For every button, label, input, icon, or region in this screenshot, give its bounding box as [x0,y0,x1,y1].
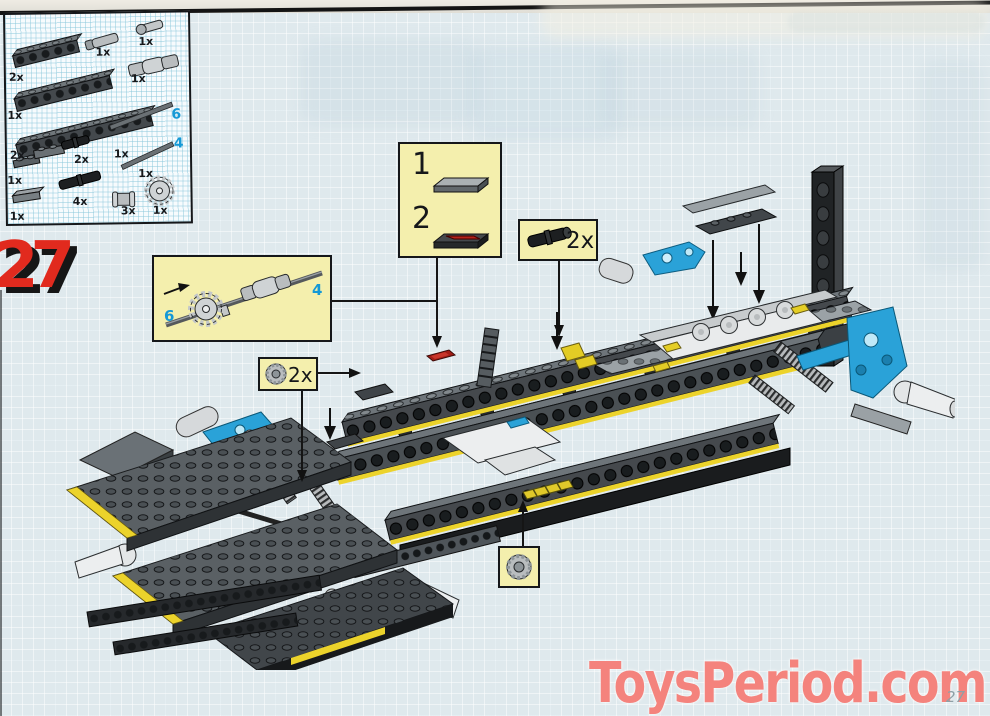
scan-left-edge [0,290,2,716]
qty-label: 1x [9,209,25,223]
qty-label: 4x [72,194,88,209]
gear-icon [188,291,224,327]
rear-suspension [748,306,955,435]
flat-tile-icon [11,186,45,204]
bush-icon [112,191,136,208]
tile-callout-box: 1 2 [398,142,502,258]
qty-label: 1x [152,203,168,217]
universal-joint-icon [240,273,292,302]
axle-6-icon [109,101,174,131]
axle-length-label: 4 [312,281,323,299]
axle-assembly-icon [163,270,323,328]
axle-length-label: 4 [173,135,184,152]
callout-arrow [349,368,361,378]
pin-callout-box: 2x [518,219,598,261]
qty-label: 1x [113,147,129,161]
qty-label: 1x [7,108,23,122]
universal-joint-icon [127,54,180,77]
gray-tile-icon [432,176,490,194]
white-gearbox [441,416,562,476]
qty-label: 1x [138,34,154,49]
qty-label: 1x [7,173,23,187]
watermark: ToysPeriod.com [589,651,987,716]
dark-brick [325,433,365,450]
callout-line [318,372,350,374]
scan-ghost [920,60,984,270]
gear-16t-icon [143,175,175,207]
qty-label: 2x [8,70,24,84]
red-tile [425,349,457,362]
blue-steering-arm [642,241,706,276]
callout-line [332,300,438,302]
qty-label: 1x [95,45,111,59]
axle-length-label: 6 [164,307,175,325]
bush-callout-box: 2x [258,357,318,391]
callout-line [522,512,524,546]
qty-label: 2x [288,363,313,387]
axle-4-icon [120,141,175,170]
bush-icon [506,554,532,580]
scan-ghost [300,40,480,125]
yellow-tile [652,361,671,373]
yellow-bracket [560,342,586,362]
qty-label: 2x [73,152,89,167]
step-number: 27 [0,229,75,303]
part-number: 1 [412,147,432,182]
callout-arrow [297,470,307,482]
axle-callout-box: 6 4 [152,255,332,342]
front-axle-beam [86,574,323,628]
qty-label: 2x [566,228,595,254]
floating-plate [694,208,778,235]
gray-plate-strip [681,184,777,214]
qty-label: 1x [130,72,146,86]
engine-block [651,301,825,360]
chain-links [476,327,500,388]
scan-ghost [540,0,990,38]
page-number: 27 [946,688,966,706]
scan-ghost [600,50,760,130]
connector-pin-icon [135,19,164,35]
vent-grille [522,479,574,500]
black-pin-icon [527,226,572,248]
slide-arrow-icon [163,283,190,295]
qty-label: 3x [120,204,136,218]
bush-icon [265,363,287,385]
air-tank [598,257,634,284]
red-tile-icon [432,232,490,250]
axle-length-label: 6 [171,106,182,123]
front-axle-beam [112,612,299,656]
angle-plates-icon [12,144,66,169]
axle-pin-icon [84,32,119,51]
callout-line [301,391,303,470]
bottom-bush-callout-box [498,546,540,588]
technic-brick-1x10-icon [12,68,116,113]
qty-label: 1x [138,166,154,181]
front-wing-lower [111,503,399,638]
black-pin-long-icon [58,170,102,190]
dark-brick [354,383,394,401]
callout-line [558,261,560,325]
yellow-bracket [574,354,598,370]
parts-inventory-box: 2x 1x 2x 1x 1x 1x 1x 1x 6 1x 4 1x 2x 4x … [3,10,193,226]
lower-technic-beam [383,413,781,545]
callout-arrow [432,336,442,348]
callout-line [436,258,438,336]
technic-brick-1x6-icon [11,33,83,69]
qty-label: 2x [9,148,25,162]
tile-icons [432,176,490,250]
scan-ghost [470,45,620,140]
parts-illustrations [11,19,180,208]
callout-arrow [518,500,528,512]
front-wing-upper [65,417,353,552]
black-pin-icon [60,135,90,150]
insertion-arrow [707,224,765,320]
callout-arrow [554,325,564,337]
chassis-illustration [65,165,955,670]
front-spoiler [205,567,455,670]
part-number: 2 [412,201,432,236]
